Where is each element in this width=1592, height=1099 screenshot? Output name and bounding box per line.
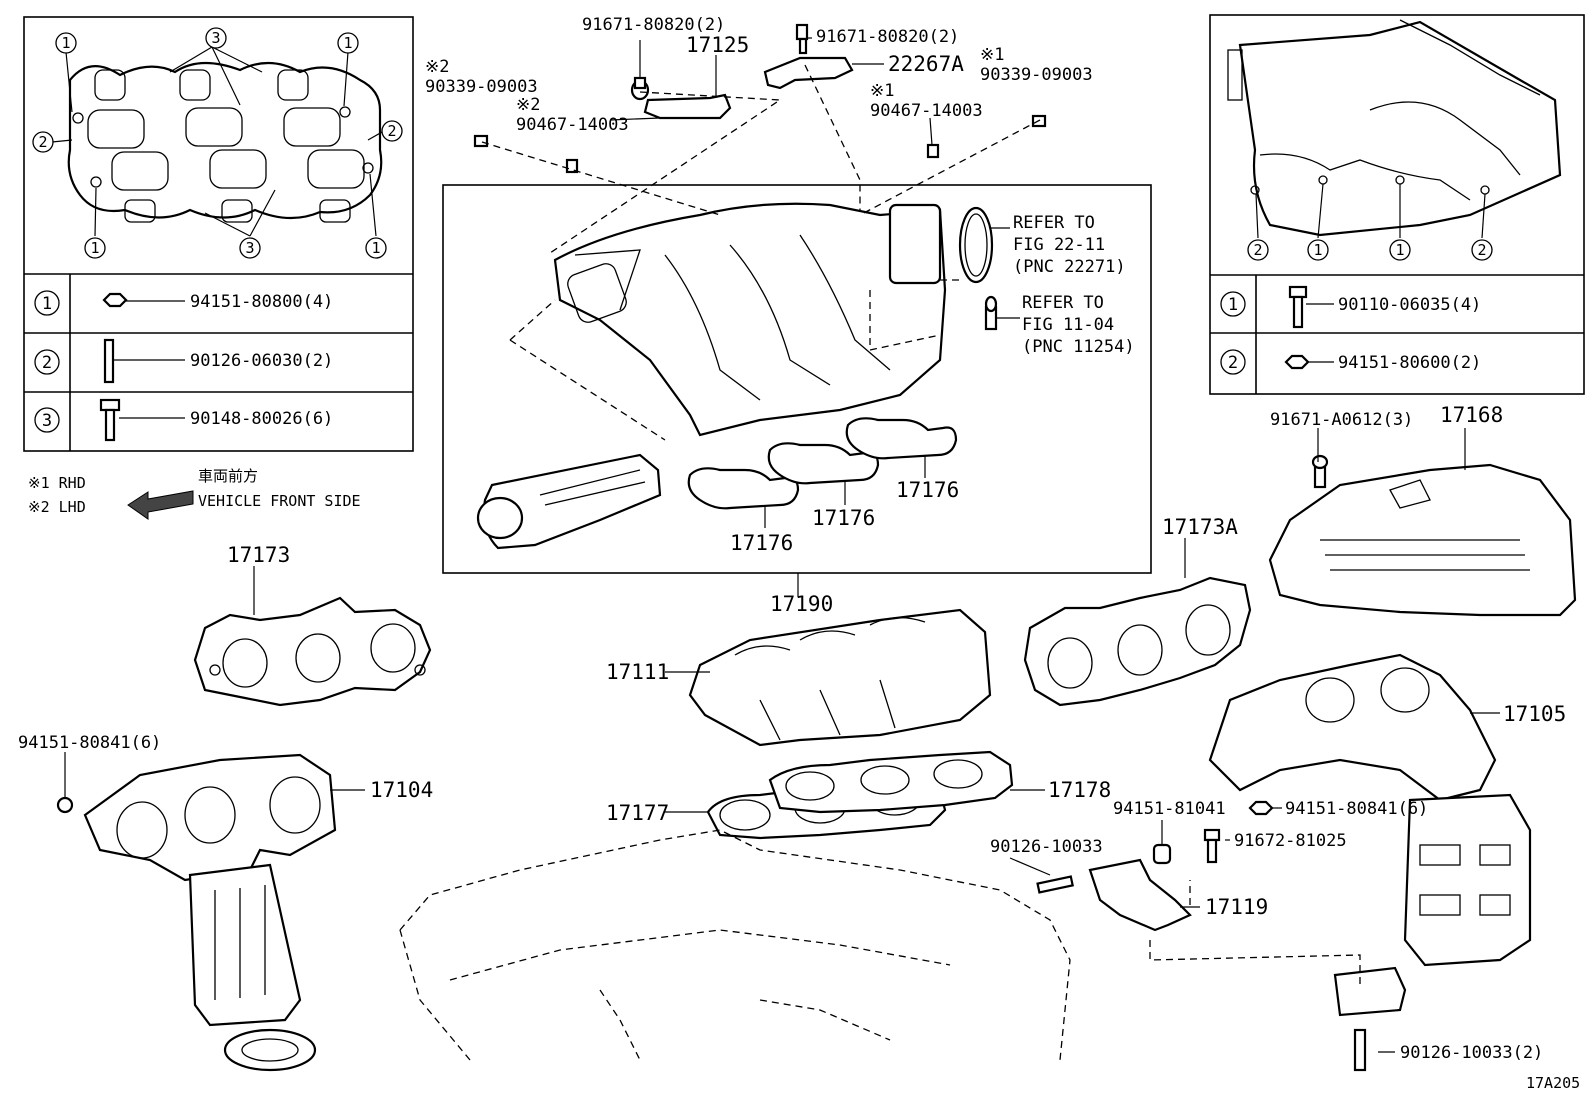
- left-table-row-2: 2 90126-06030(2): [34, 338, 333, 384]
- label-90126-10033: 90126-10033: [990, 837, 1103, 857]
- left-inset-marker-1-b: 1: [337, 32, 359, 54]
- svg-text:1: 1: [1313, 241, 1322, 259]
- left-inset-marker-1-c: 1: [84, 237, 106, 259]
- label-lhd-mark-b: ※2: [516, 95, 540, 115]
- label-22267A: 22267A: [888, 52, 964, 76]
- label-17176-c: 17176: [730, 531, 793, 555]
- label-17177: 17177: [606, 801, 669, 825]
- svg-text:90126-06030(2): 90126-06030(2): [190, 351, 333, 371]
- label-17119: 17119: [1205, 895, 1268, 919]
- callout-labels: 91671-80820(2) 17125 91671-80820(2) 2226…: [18, 15, 1580, 1092]
- svg-text:2: 2: [1253, 241, 1262, 259]
- right-inset-marker-1-b: 1: [1389, 239, 1411, 261]
- svg-text:VEHICLE FRONT SIDE: VEHICLE FRONT SIDE: [198, 492, 361, 510]
- refer-22-11-line1: REFER TO: [1013, 213, 1095, 233]
- intake-manifold-17111: [688, 608, 992, 747]
- refer-11-04-line3: (PNC 11254): [1022, 337, 1135, 357]
- label-91671-80820-right: 91671-80820(2): [816, 27, 959, 47]
- gasket-17178: [768, 750, 1014, 814]
- svg-text:1: 1: [343, 34, 352, 52]
- label-17176-a: 17176: [896, 478, 959, 502]
- svg-text:3: 3: [211, 29, 220, 47]
- right-inset-marker-2-b: 2: [1471, 239, 1493, 261]
- label-94151-81041: 94151-81041: [1113, 799, 1226, 819]
- legend: ※1 RHD ※2 LHD 車両前方 VEHICLE FRONT SIDE: [28, 467, 361, 520]
- label-17111: 17111: [606, 660, 669, 684]
- svg-text:94151-80600(2): 94151-80600(2): [1338, 353, 1481, 373]
- top-hardware: [473, 23, 1047, 254]
- label-90339-09003-rhd: 90339-09003: [980, 65, 1093, 85]
- right-table-row-2: 2 94151-80600(2): [1220, 349, 1481, 375]
- label-94151-80841-left: 94151-80841(6): [18, 733, 161, 753]
- svg-text:90110-06035(4): 90110-06035(4): [1338, 295, 1481, 315]
- corner-code: 17A205: [1526, 1074, 1580, 1092]
- svg-text:※2 LHD: ※2 LHD: [28, 498, 86, 516]
- label-90467-14003-lhd: 90467-14003: [516, 115, 629, 135]
- svg-text:1: 1: [61, 34, 70, 52]
- svg-text:2: 2: [387, 122, 396, 140]
- label-17176-b: 17176: [812, 506, 875, 530]
- label-17178: 17178: [1048, 778, 1111, 802]
- left-inset-marker-1-d: 1: [365, 237, 387, 259]
- svg-text:2: 2: [38, 133, 47, 151]
- svg-text:2: 2: [42, 353, 52, 373]
- label-17168: 17168: [1440, 403, 1503, 427]
- left-inset-marker-2-b: 2: [381, 120, 403, 142]
- manifold-stay-17119: [1036, 828, 1361, 985]
- left-inset-gasket-panel: 1 3 1 2 2 1 3 1: [23, 16, 414, 452]
- svg-text:1: 1: [42, 294, 52, 314]
- heat-insulator-17168: [1268, 454, 1577, 617]
- right-inset-cover-panel: 2 1 1 2 1 90110-06035(4) 2 94151-8060: [1209, 14, 1585, 395]
- left-inset-marker-1-a: 1: [55, 32, 77, 54]
- exhaust-gasket-17173A: [1023, 576, 1252, 707]
- exhaust-manifold-17105: [1208, 653, 1532, 1072]
- label-91671-A0612: 91671-A0612(3): [1270, 410, 1413, 430]
- refer-22-11-line3: (PNC 22271): [1013, 257, 1126, 277]
- left-table-row-1: 1 94151-80800(4): [34, 290, 333, 316]
- svg-text:3: 3: [42, 411, 52, 431]
- label-17125: 17125: [686, 33, 749, 57]
- exhaust-manifold-17104: [56, 753, 337, 1072]
- refer-11-04-line1: REFER TO: [1022, 293, 1104, 313]
- label-rhd-mark-a: ※1: [980, 45, 1004, 65]
- left-table-row-3: 3 90148-80026(6): [34, 398, 333, 442]
- refer-11-04-line2: FIG 11-04: [1022, 315, 1114, 335]
- label-17105: 17105: [1503, 702, 1566, 726]
- label-90467-14003-rhd: 90467-14003: [870, 101, 983, 121]
- svg-text:2: 2: [1477, 241, 1486, 259]
- left-inset-marker-2-a: 2: [32, 131, 54, 153]
- svg-text:94151-80800(4): 94151-80800(4): [190, 292, 333, 312]
- svg-text:1: 1: [90, 239, 99, 257]
- exhaust-gasket-17173: [193, 596, 432, 707]
- label-90339-09003-lhd: 90339-09003: [425, 77, 538, 97]
- label-17173: 17173: [227, 543, 290, 567]
- svg-text:2: 2: [1228, 353, 1238, 373]
- leader-lines: [64, 37, 1500, 1053]
- right-inset-marker-1-a: 1: [1307, 239, 1329, 261]
- right-table-row-1: 1 90110-06035(4): [1220, 285, 1481, 329]
- label-rhd-mark-b: ※1: [870, 81, 894, 101]
- refer-22-11-line2: FIG 22-11: [1013, 235, 1105, 255]
- label-17173A: 17173A: [1162, 515, 1238, 539]
- svg-text:90148-80026(6): 90148-80026(6): [190, 409, 333, 429]
- label-91672-81025: 91672-81025: [1234, 831, 1347, 851]
- left-inset-marker-3: 3: [205, 27, 227, 49]
- left-inset-marker-3-b: 3: [239, 237, 261, 259]
- right-inset-marker-2-a: 2: [1247, 239, 1269, 261]
- vehicle-front-arrow-icon: [127, 490, 194, 520]
- svg-text:※1 RHD: ※1 RHD: [28, 474, 86, 492]
- label-91671-80820-left: 91671-80820(2): [582, 15, 725, 35]
- label-17190: 17190: [770, 592, 833, 616]
- svg-text:3: 3: [245, 239, 254, 257]
- label-17104: 17104: [370, 778, 433, 802]
- svg-text:1: 1: [371, 239, 380, 257]
- engine-block-outline: [399, 829, 1071, 1061]
- svg-text:車両前方: 車両前方: [198, 467, 258, 485]
- label-94151-80841-right: 94151-80841(6): [1285, 799, 1428, 819]
- svg-text:1: 1: [1228, 295, 1238, 315]
- svg-text:1: 1: [1395, 241, 1404, 259]
- label-lhd-mark-a: ※2: [425, 57, 449, 77]
- label-90126-10033-2: 90126-10033(2): [1400, 1043, 1543, 1063]
